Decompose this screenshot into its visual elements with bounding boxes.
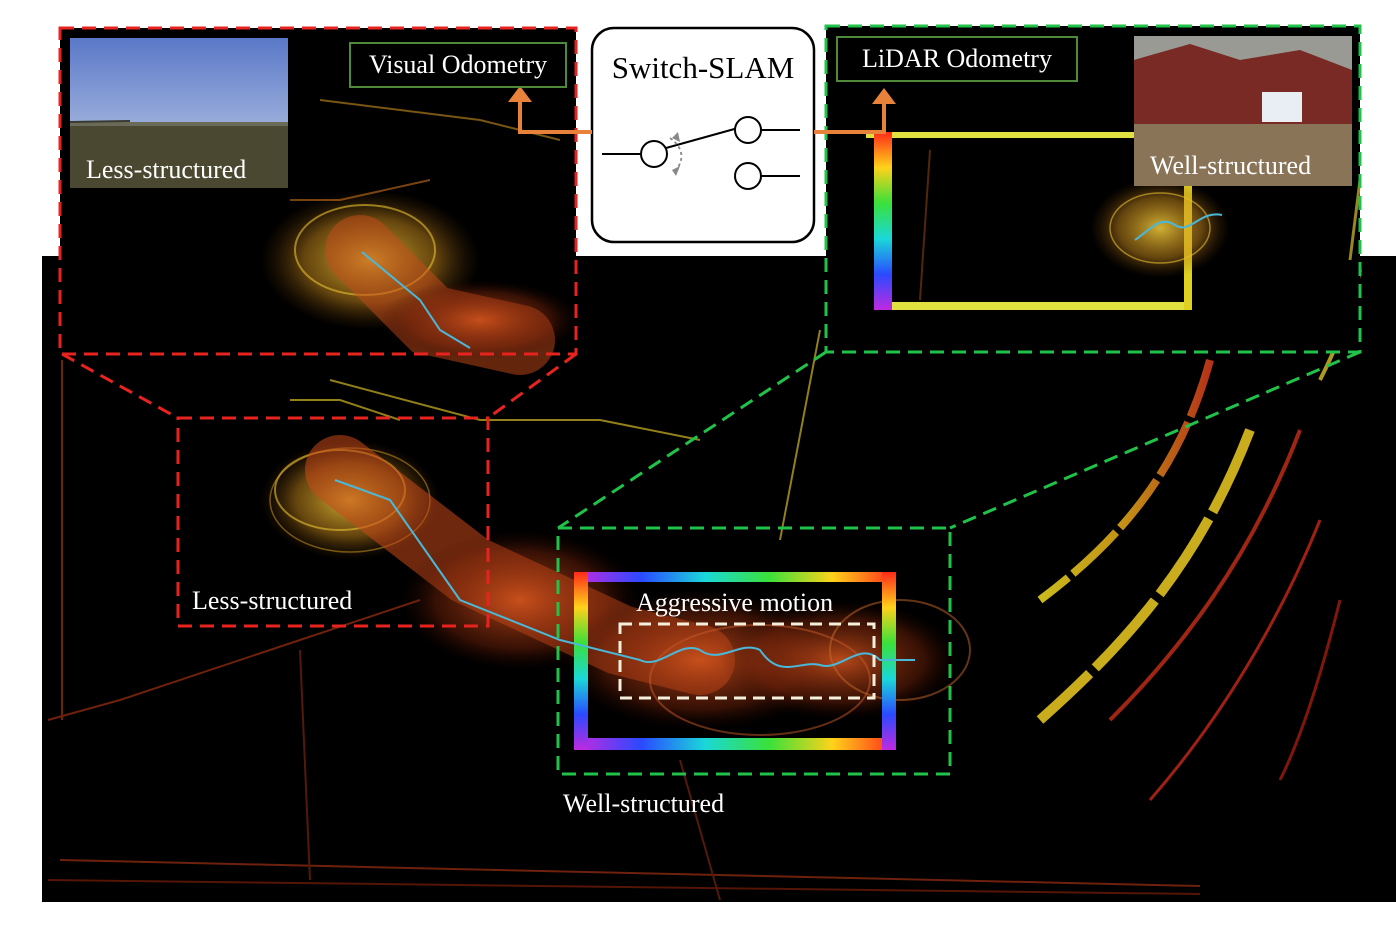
aggressive-motion-box [618, 622, 876, 700]
red-connector-left [61, 352, 179, 420]
main-well-structured-box [556, 526, 952, 776]
main-trajectory [334, 479, 915, 668]
orange-arrow-visual [508, 86, 592, 134]
main-less-structured-box [176, 416, 490, 628]
orange-arrow-lidar [814, 88, 896, 134]
right-inset-cloud [866, 132, 1362, 310]
aggressive-motion-label: Aggressive motion [636, 588, 834, 617]
left-inset-border [58, 26, 578, 356]
switch-slam-box [590, 26, 816, 244]
main-scan-lines-yellow [290, 329, 821, 541]
camera-view-barn [1134, 36, 1352, 186]
switch-icon [602, 116, 800, 190]
green-connector-left [557, 350, 827, 530]
right-inset-well-structured-label: Well-structured [1150, 151, 1312, 180]
left-inset-less-structured-label: Less-structured [86, 155, 247, 184]
right-inset-border [824, 24, 1362, 354]
curved-arrow-icon [669, 132, 683, 176]
lidar-odometry-label: LiDAR Odometry [836, 36, 1078, 82]
green-connector-right [949, 350, 1361, 530]
left-inset-cloud [260, 99, 580, 375]
main-scan-lines [47, 360, 1201, 901]
main-less-structured-label: Less-structured [192, 586, 353, 615]
visual-odometry-label: Visual Odometry [349, 42, 567, 88]
camera-view-field [69, 38, 288, 188]
red-connector-right [487, 352, 577, 420]
main-well-structured-label: Well-structured [563, 789, 725, 818]
switch-slam-title: Switch-SLAM [611, 50, 795, 85]
